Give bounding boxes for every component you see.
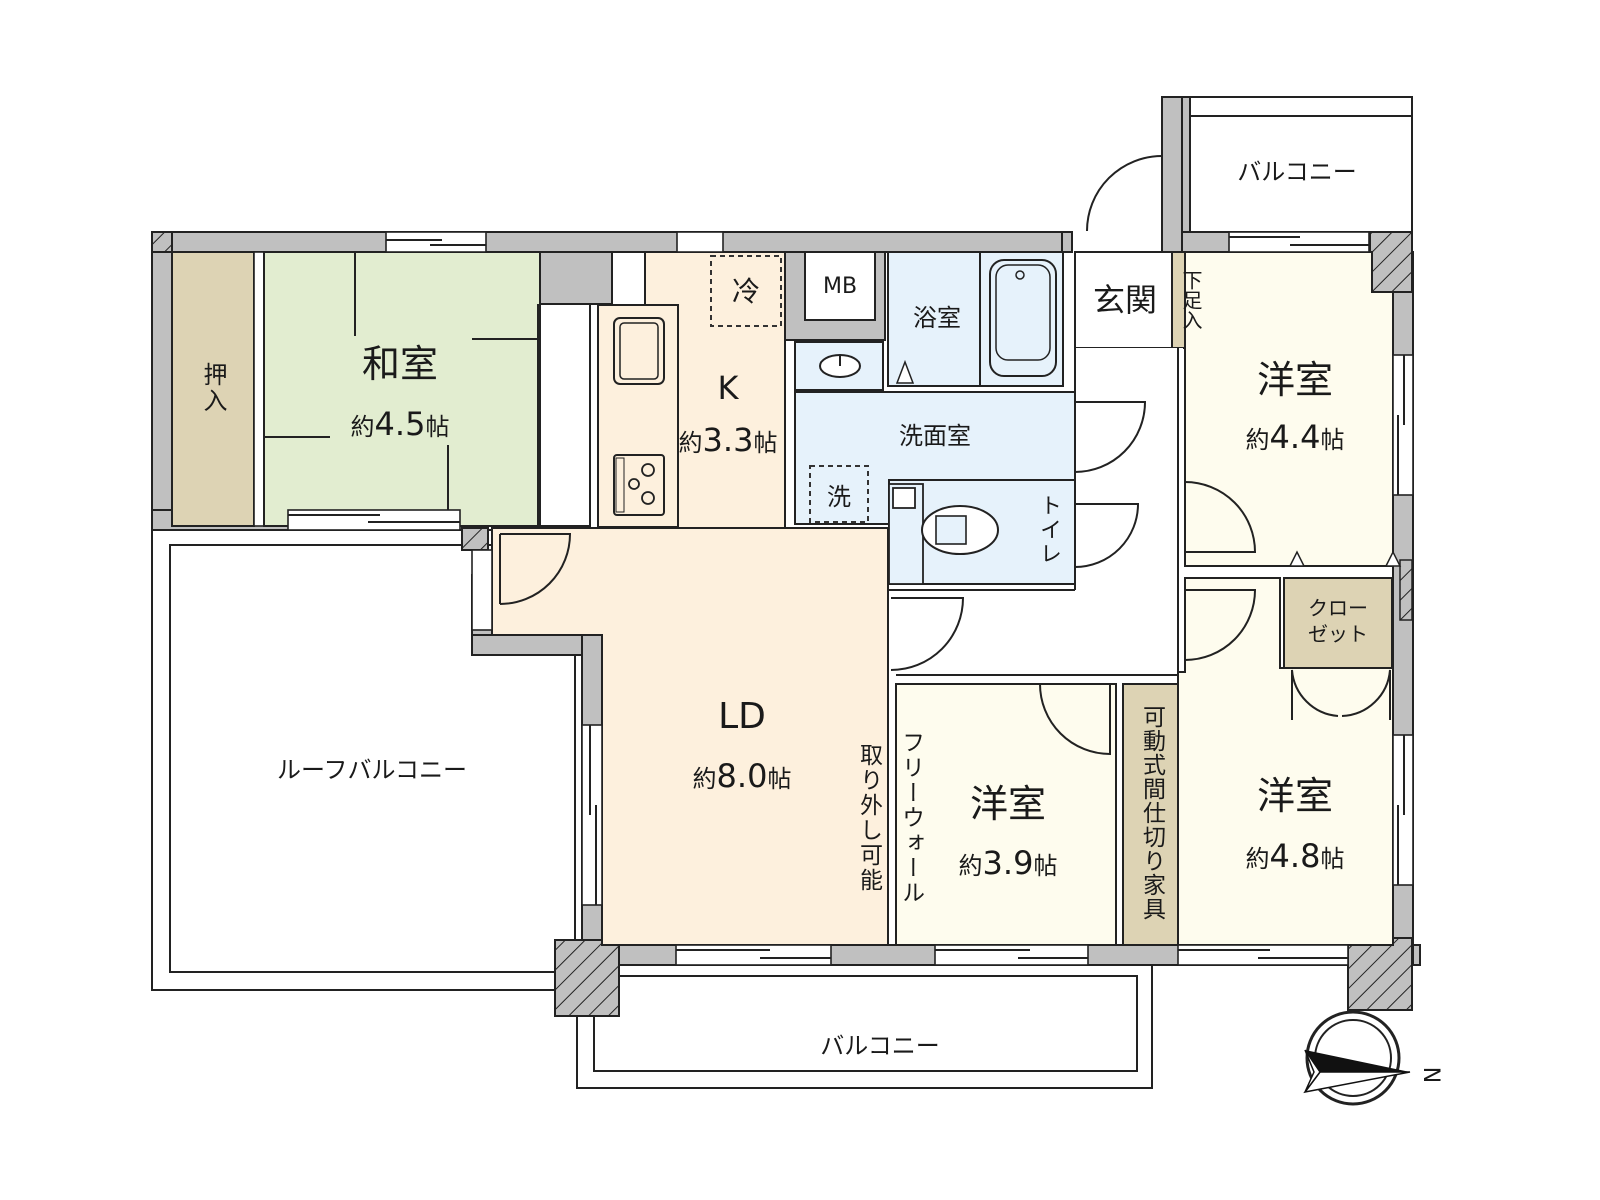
balcony-bottom bbox=[576, 959, 1153, 1089]
washer-space bbox=[809, 465, 869, 523]
washitsu-area bbox=[263, 251, 541, 527]
kitchen-name: K bbox=[717, 369, 739, 407]
free-wall-label: フリーウォール bbox=[897, 730, 924, 906]
closet-label-line2: ゼット bbox=[1308, 622, 1368, 646]
closet-area bbox=[1283, 577, 1393, 669]
movable-partition-label: 可動式間仕切り家具 bbox=[1138, 705, 1165, 921]
western-room-3-name: 洋室 bbox=[1256, 774, 1334, 818]
balcony-top-label: バルコニー bbox=[1237, 158, 1357, 186]
bathtub-icon bbox=[989, 259, 1057, 377]
bathroom-label: 浴室 bbox=[913, 304, 961, 332]
ld-name: LD bbox=[718, 696, 766, 737]
doors bbox=[499, 155, 1391, 756]
compass-icon bbox=[1303, 1010, 1411, 1106]
washitsu-name: 和室 bbox=[361, 342, 439, 386]
columns bbox=[151, 231, 1413, 1017]
refrigerator-space bbox=[710, 255, 782, 327]
mb-label: MB bbox=[822, 274, 858, 299]
western-room-2-name: 洋室 bbox=[969, 782, 1047, 826]
toilet-label: トイレ bbox=[1036, 494, 1061, 566]
western-room-2-size: 約3.9帖 bbox=[958, 844, 1058, 882]
removable-note: 取り外し可能 bbox=[855, 743, 882, 893]
washer-label: 洗 bbox=[827, 483, 851, 511]
western-room-3-size: 約4.8帖 bbox=[1245, 837, 1345, 875]
western-room-3-area bbox=[1177, 577, 1394, 946]
windows bbox=[287, 231, 1414, 966]
stove-icon bbox=[613, 454, 665, 516]
western-room-2-area bbox=[895, 683, 1117, 946]
toilet-icon bbox=[921, 505, 999, 555]
kitchen-size: 約3.3帖 bbox=[678, 421, 778, 459]
oshiire-label: 押入 bbox=[199, 362, 227, 414]
closet-label-line1: クロー bbox=[1308, 596, 1368, 620]
sink-icon bbox=[613, 317, 665, 385]
roof-balcony-label: ルーフバルコニー bbox=[276, 756, 468, 784]
compass-north-label: N bbox=[1418, 1066, 1443, 1084]
oshiire-area bbox=[171, 251, 255, 527]
washroom-label: 洗面室 bbox=[899, 422, 971, 450]
ld-size: 約8.0帖 bbox=[692, 757, 792, 795]
genkan-label: 玄関 bbox=[1092, 281, 1158, 319]
western-room-1-size: 約4.4帖 bbox=[1245, 418, 1345, 456]
balcony-bottom-label: バルコニー bbox=[820, 1032, 940, 1060]
washitsu-size: 約4.5帖 bbox=[350, 405, 450, 443]
mb-box bbox=[804, 251, 876, 321]
shoe-storage-label: 下足入 bbox=[1179, 270, 1203, 330]
western-room-1-area bbox=[1184, 251, 1394, 567]
movable-partition bbox=[1122, 683, 1179, 946]
refrigerator-label: 冷 bbox=[731, 275, 761, 308]
western-room-1-name: 洋室 bbox=[1256, 358, 1334, 402]
